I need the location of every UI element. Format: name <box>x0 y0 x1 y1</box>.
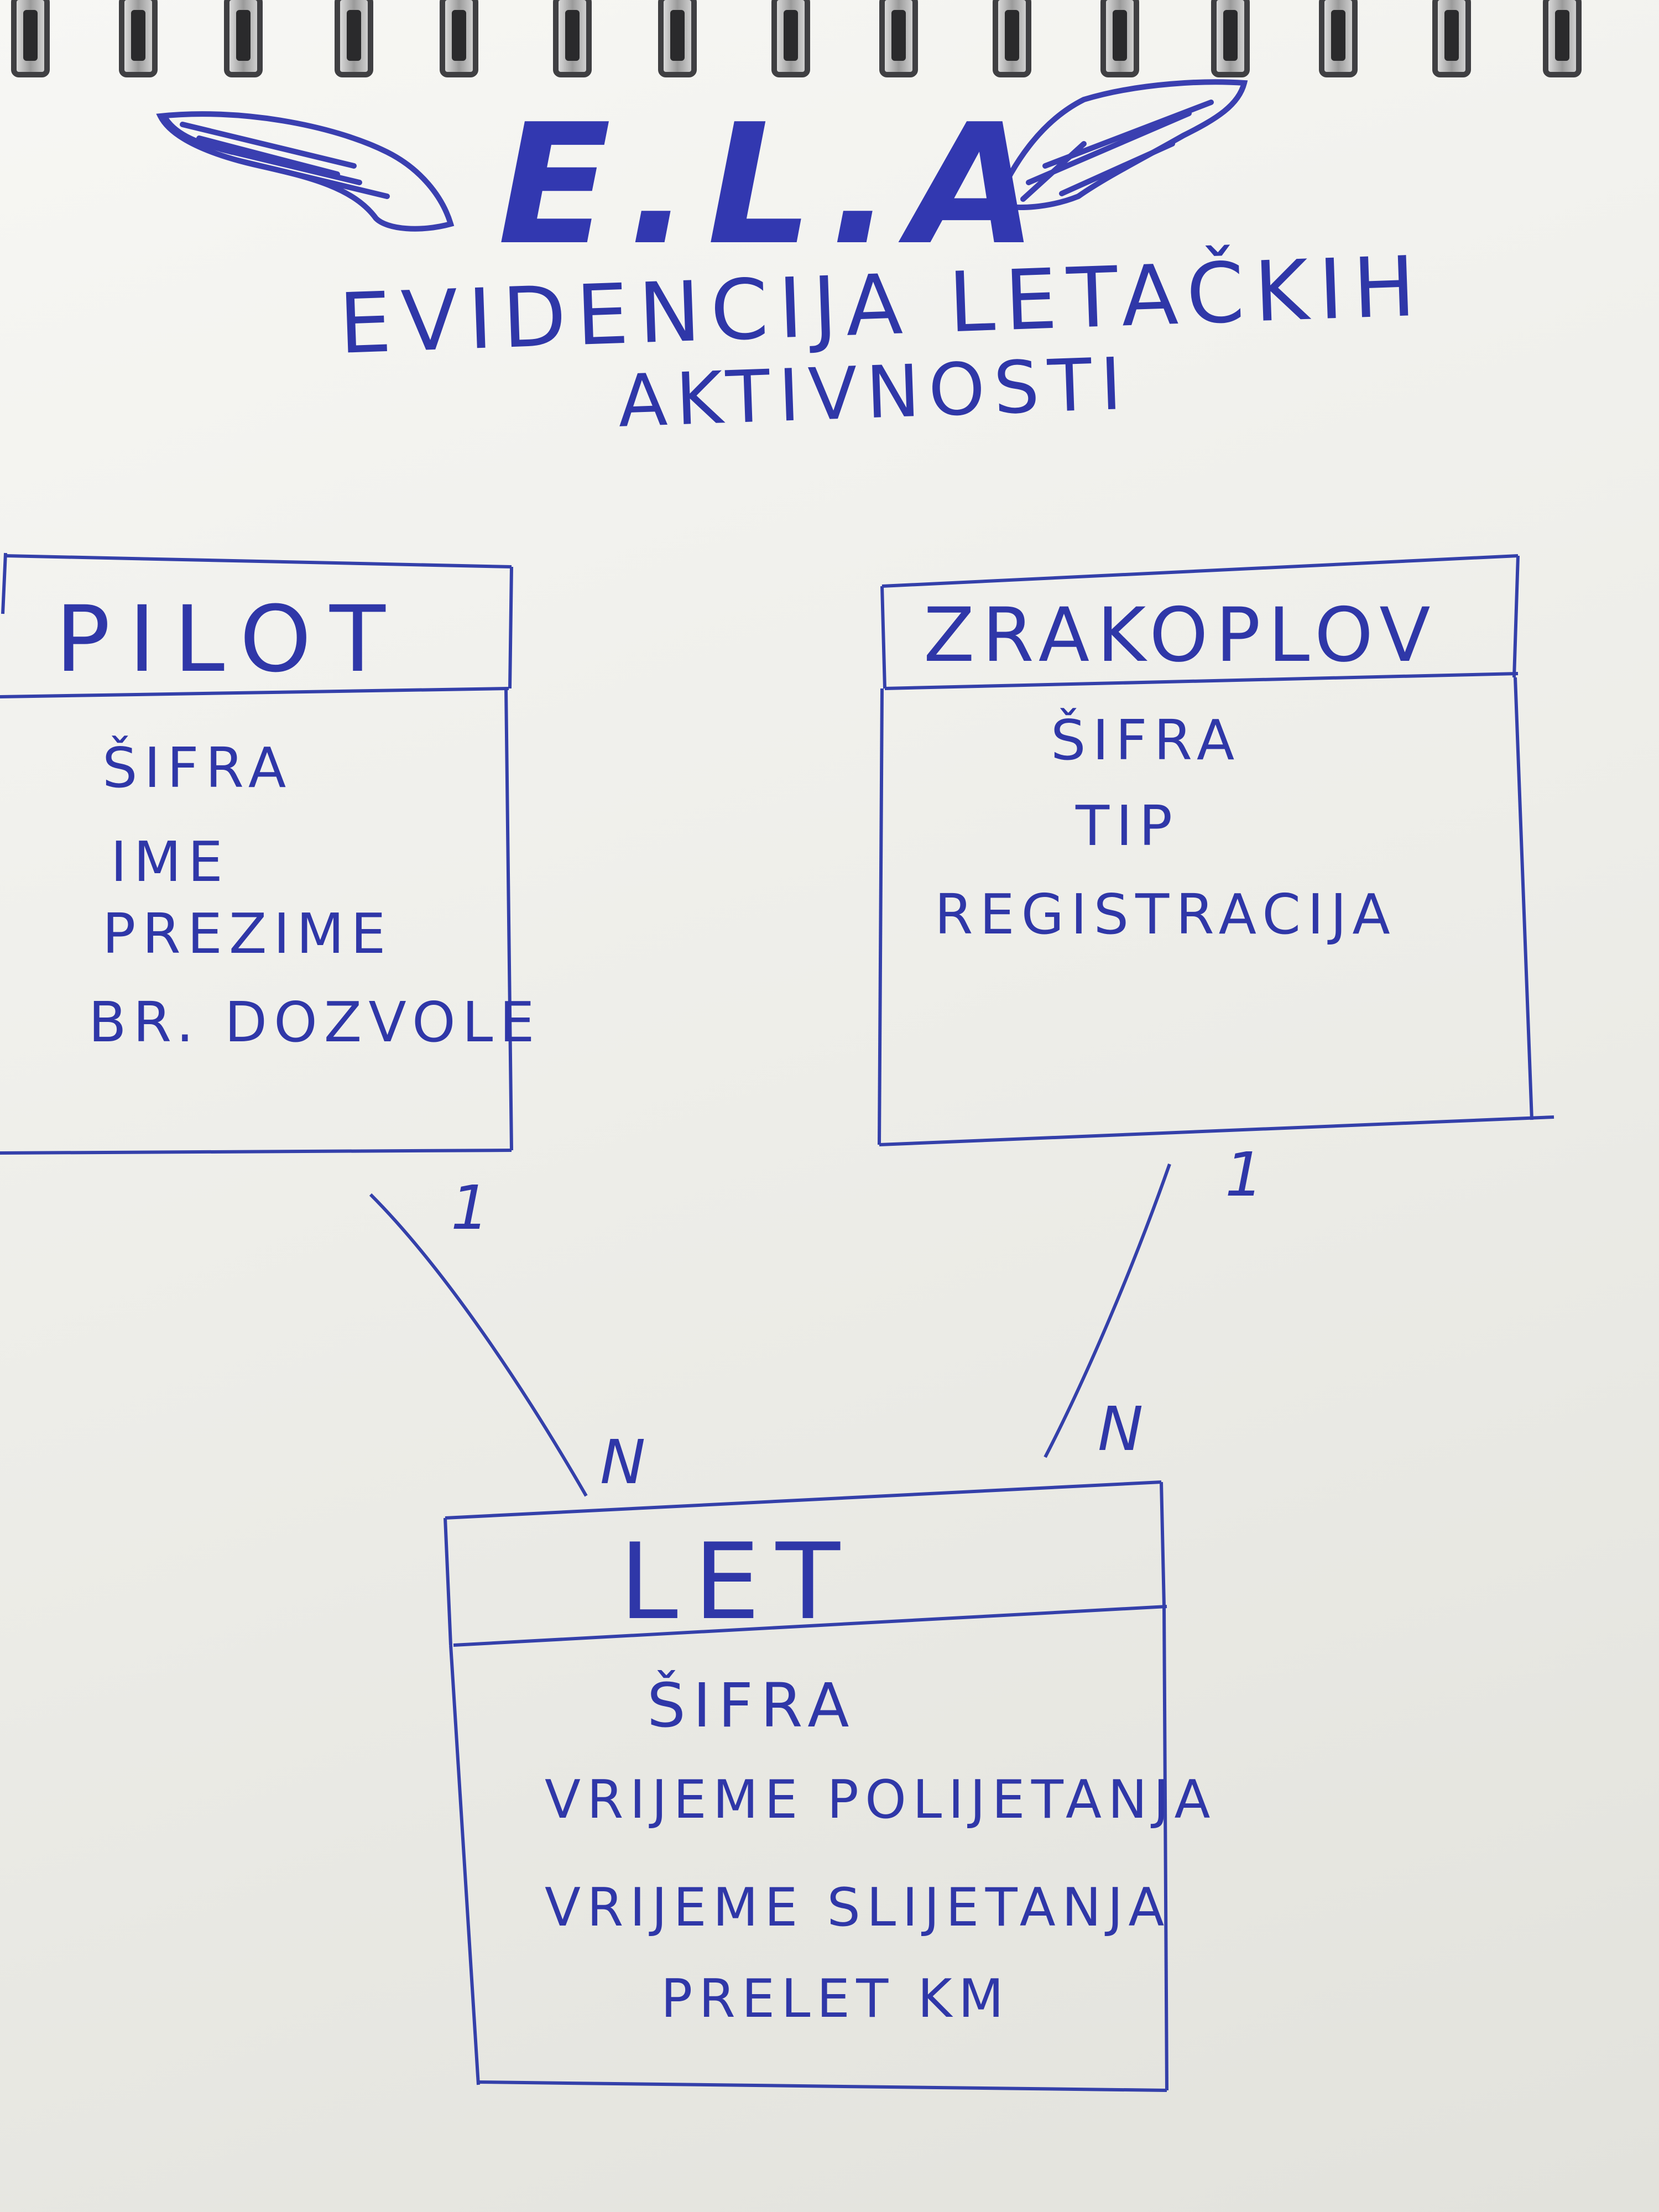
pilot-attribute: PREZIME <box>102 901 393 966</box>
flight-attribute: VRIJEME POLIJETANJA <box>545 1770 1217 1830</box>
flight-attribute: ŠIFRA <box>647 1670 857 1741</box>
aircraft-attribute: ŠIFRA <box>1051 708 1241 773</box>
binding-ring <box>1319 0 1358 77</box>
pilot-cardinality-label: 1 <box>451 1172 489 1243</box>
flight-attribute: VRIJEME SLIJETANJA <box>545 1877 1171 1938</box>
aircraft-cardinality-label: 1 <box>1225 1139 1264 1210</box>
binding-ring <box>119 0 158 77</box>
binding-ring <box>335 0 373 77</box>
pilot-attribute: ŠIFRA <box>102 735 293 800</box>
aircraft-entity-title: ZRAKOPLOV <box>924 592 1438 679</box>
pilot-flight-line <box>369 1193 588 1497</box>
flight-cardinality-label-from-aircraft: N <box>1098 1394 1144 1464</box>
binding-ring <box>1211 0 1250 77</box>
binding-ring <box>1432 0 1471 77</box>
flight-attribute: PRELET KM <box>661 1969 1010 2030</box>
left-wing-icon <box>156 111 455 232</box>
flight-entity-box <box>444 1480 1168 2092</box>
binding-ring <box>440 0 478 77</box>
flight-entity-title: LET <box>619 1521 856 1643</box>
flight-cardinality-label-from-pilot: N <box>600 1427 646 1498</box>
aircraft-entity-box <box>878 554 1554 1146</box>
binding-ring <box>993 0 1031 77</box>
pilot-entity-title: PILOT <box>55 586 404 692</box>
binding-ring <box>553 0 592 77</box>
pilot-entity-box <box>0 552 513 1155</box>
binding-ring <box>1543 0 1582 77</box>
spiral-binding <box>0 0 1659 88</box>
binding-ring <box>658 0 697 77</box>
binding-ring <box>11 0 50 77</box>
binding-ring <box>1100 0 1139 77</box>
pilot-attribute: IME <box>111 830 229 894</box>
right-wing-icon <box>992 79 1248 210</box>
pilot-attribute: BR. DOZVOLE <box>88 990 541 1055</box>
binding-ring <box>224 0 263 77</box>
aircraft-flight-line <box>1044 1164 1171 1458</box>
binding-ring <box>771 0 810 77</box>
logo-text: E.L.A <box>498 88 1055 281</box>
aircraft-attribute: TIP <box>1076 794 1179 858</box>
aircraft-attribute: REGISTRACIJA <box>935 882 1397 947</box>
subtitle-line-2: AKTIVNOSTI <box>617 341 1132 444</box>
binding-ring <box>879 0 918 77</box>
